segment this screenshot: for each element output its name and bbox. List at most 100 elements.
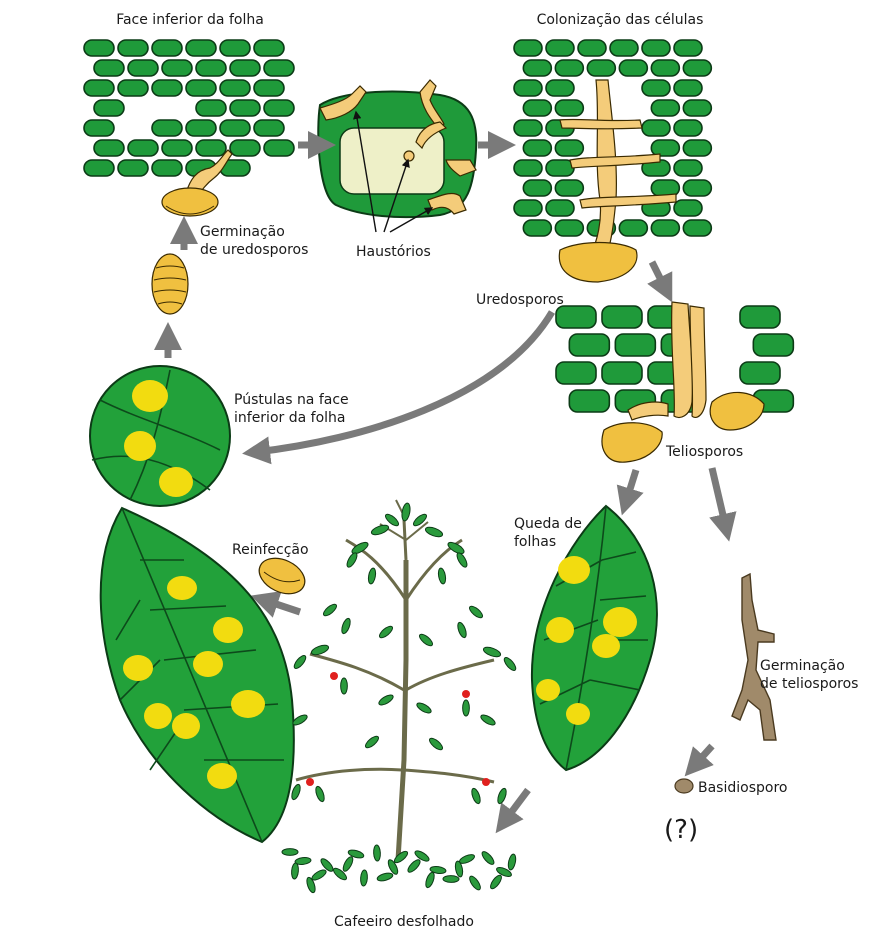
plant-cell <box>185 39 217 57</box>
label-germinacao-telio-1: Germinação <box>760 658 845 674</box>
coffee-leaf <box>480 714 496 726</box>
coffee-leaf <box>311 869 327 881</box>
coffee-leaf <box>413 513 427 527</box>
coffee-leaf <box>425 871 435 889</box>
plant-cell <box>522 219 553 237</box>
coffee-leaf <box>367 567 377 585</box>
teliospore-germination <box>731 572 777 741</box>
plant-cell <box>513 199 543 217</box>
coffee-leaf <box>370 524 390 536</box>
coffee-leaf <box>291 783 301 801</box>
plant-cell <box>555 361 597 385</box>
coffee-leaf <box>471 787 481 805</box>
plant-cell <box>650 99 681 117</box>
label-haustorios: Haustórios <box>356 244 431 260</box>
plant-cell <box>577 39 607 57</box>
plant-cell <box>83 159 115 177</box>
coffee-leaf <box>387 859 399 875</box>
plant-cell <box>739 305 781 329</box>
coffee-leaf <box>292 714 308 726</box>
plant-cell <box>83 119 115 137</box>
label-uredosporos: Uredosporos <box>476 292 564 308</box>
plant-cell <box>253 79 285 97</box>
coffee-leaf <box>490 874 502 890</box>
label-teliosporos: Teliosporos <box>665 444 743 460</box>
plant-cell <box>93 139 125 157</box>
plant-cell <box>641 79 671 97</box>
plant-cell <box>673 39 703 57</box>
coffee-leaf <box>373 844 381 862</box>
plant-cell <box>682 139 713 157</box>
label-face-inferior: Face inferior da folha <box>116 12 264 28</box>
plant-cell <box>195 59 227 77</box>
coffee-leaf <box>454 860 464 878</box>
plant-cell <box>554 219 585 237</box>
plant-cell <box>229 99 261 117</box>
plant-cell <box>117 159 149 177</box>
plant-cell <box>513 39 543 57</box>
plant-cell <box>161 59 193 77</box>
coffee-leaf <box>481 851 495 865</box>
plant-cell <box>117 79 149 97</box>
basidiospore <box>674 778 694 794</box>
plant-cell <box>219 79 251 97</box>
plant-cell <box>229 139 261 157</box>
coffee-leaf <box>342 856 354 872</box>
plant-cell <box>618 219 649 237</box>
coffee-leaf <box>379 625 393 639</box>
plant-cell <box>554 59 585 77</box>
reinfection-leaf <box>99 506 295 844</box>
plant-cell <box>545 79 575 97</box>
coffee-leaf <box>419 633 433 647</box>
plant-cell <box>219 119 251 137</box>
plant-cell <box>568 333 611 357</box>
plant-cell <box>673 119 703 137</box>
plant-cell <box>682 99 713 117</box>
coffee-leaf <box>333 867 347 881</box>
coffee-leaf <box>281 848 299 856</box>
plant-cell <box>513 79 543 97</box>
coffee-leaf <box>291 862 299 880</box>
coffee-leaf <box>294 857 312 865</box>
coffee-leaf <box>393 850 409 864</box>
coffee-leaf <box>351 541 369 555</box>
falling-leaf <box>530 504 658 772</box>
plant-cell <box>545 39 575 57</box>
plant-cell <box>522 59 553 77</box>
coffee-leaf <box>424 526 444 538</box>
plant-cell <box>185 79 217 97</box>
plant-cell <box>682 59 713 77</box>
coffee-leaf <box>315 785 325 803</box>
plant-cell <box>151 119 183 137</box>
coffee-leaf <box>496 867 512 877</box>
reinfection-spore <box>258 557 306 595</box>
cycle-arrows <box>154 131 737 834</box>
plant-cell <box>83 39 115 57</box>
label-queda-1: Queda de <box>514 516 582 532</box>
coffee-leaf <box>347 849 365 859</box>
plant-cell <box>554 99 585 117</box>
plant-cell <box>151 159 183 177</box>
coffee-leaf <box>385 513 399 527</box>
plant-cell <box>127 59 159 77</box>
plant-cell <box>522 179 553 197</box>
plant-cell <box>83 79 115 97</box>
coffee-leaf <box>447 541 465 555</box>
coffee-leaf <box>346 552 358 568</box>
coffee-leaf <box>365 735 379 749</box>
label-pustulas-2: inferior da folha <box>234 410 345 426</box>
plant-cell <box>682 179 713 197</box>
plant-cell <box>586 59 617 77</box>
coffee-leaf <box>437 567 447 585</box>
plant-cell <box>641 39 671 57</box>
plant-cell <box>522 99 553 117</box>
coffee-leaf <box>482 646 502 658</box>
plant-cell <box>673 159 703 177</box>
labels: Face inferior da folha Colonização das c… <box>116 12 858 930</box>
coffee-leaf <box>469 875 481 891</box>
plant-cell <box>650 59 681 77</box>
teliospore-cells <box>555 301 795 463</box>
plant-cell <box>545 199 575 217</box>
plant-cell <box>127 139 159 157</box>
label-queda-2: folhas <box>514 534 556 550</box>
